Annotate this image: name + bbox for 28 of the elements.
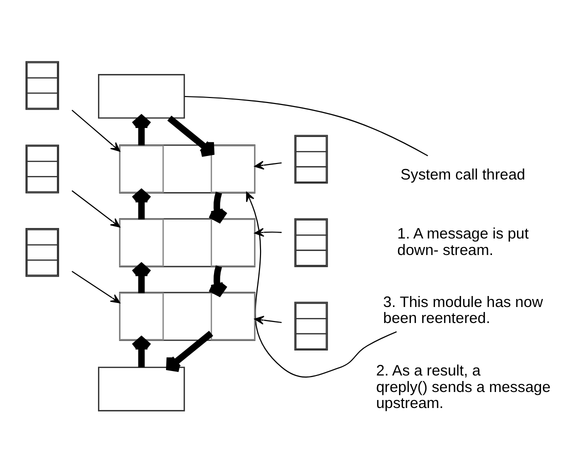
node-text: 3. This module has now been reentered.	[383, 293, 543, 327]
arrow	[130, 336, 152, 367]
label: 1. A message is put down- stream.	[397, 225, 529, 258]
arrow	[207, 191, 228, 222]
node-text: System call thread	[400, 166, 526, 183]
node-box	[98, 74, 185, 118]
connector	[184, 95, 428, 156]
arrow	[130, 188, 152, 219]
arrow	[166, 330, 214, 372]
arrow	[72, 190, 120, 228]
arrow	[167, 115, 214, 156]
arrow	[254, 160, 282, 170]
arrow	[130, 114, 152, 145]
node-box	[119, 292, 164, 340]
arrow	[254, 227, 282, 236]
node-box	[210, 144, 256, 192]
arrow	[254, 315, 282, 324]
arrow	[72, 109, 120, 152]
node-box	[119, 144, 164, 192]
arrow	[207, 264, 228, 296]
node-box	[210, 218, 256, 266]
arrow	[246, 191, 397, 378]
arrow	[72, 270, 120, 303]
node-box	[119, 218, 164, 266]
label: 2. As a result, a qreply() sends a message upstream.	[376, 362, 551, 412]
node-box	[98, 366, 185, 411]
arrow	[130, 262, 152, 293]
node-box	[210, 292, 256, 340]
